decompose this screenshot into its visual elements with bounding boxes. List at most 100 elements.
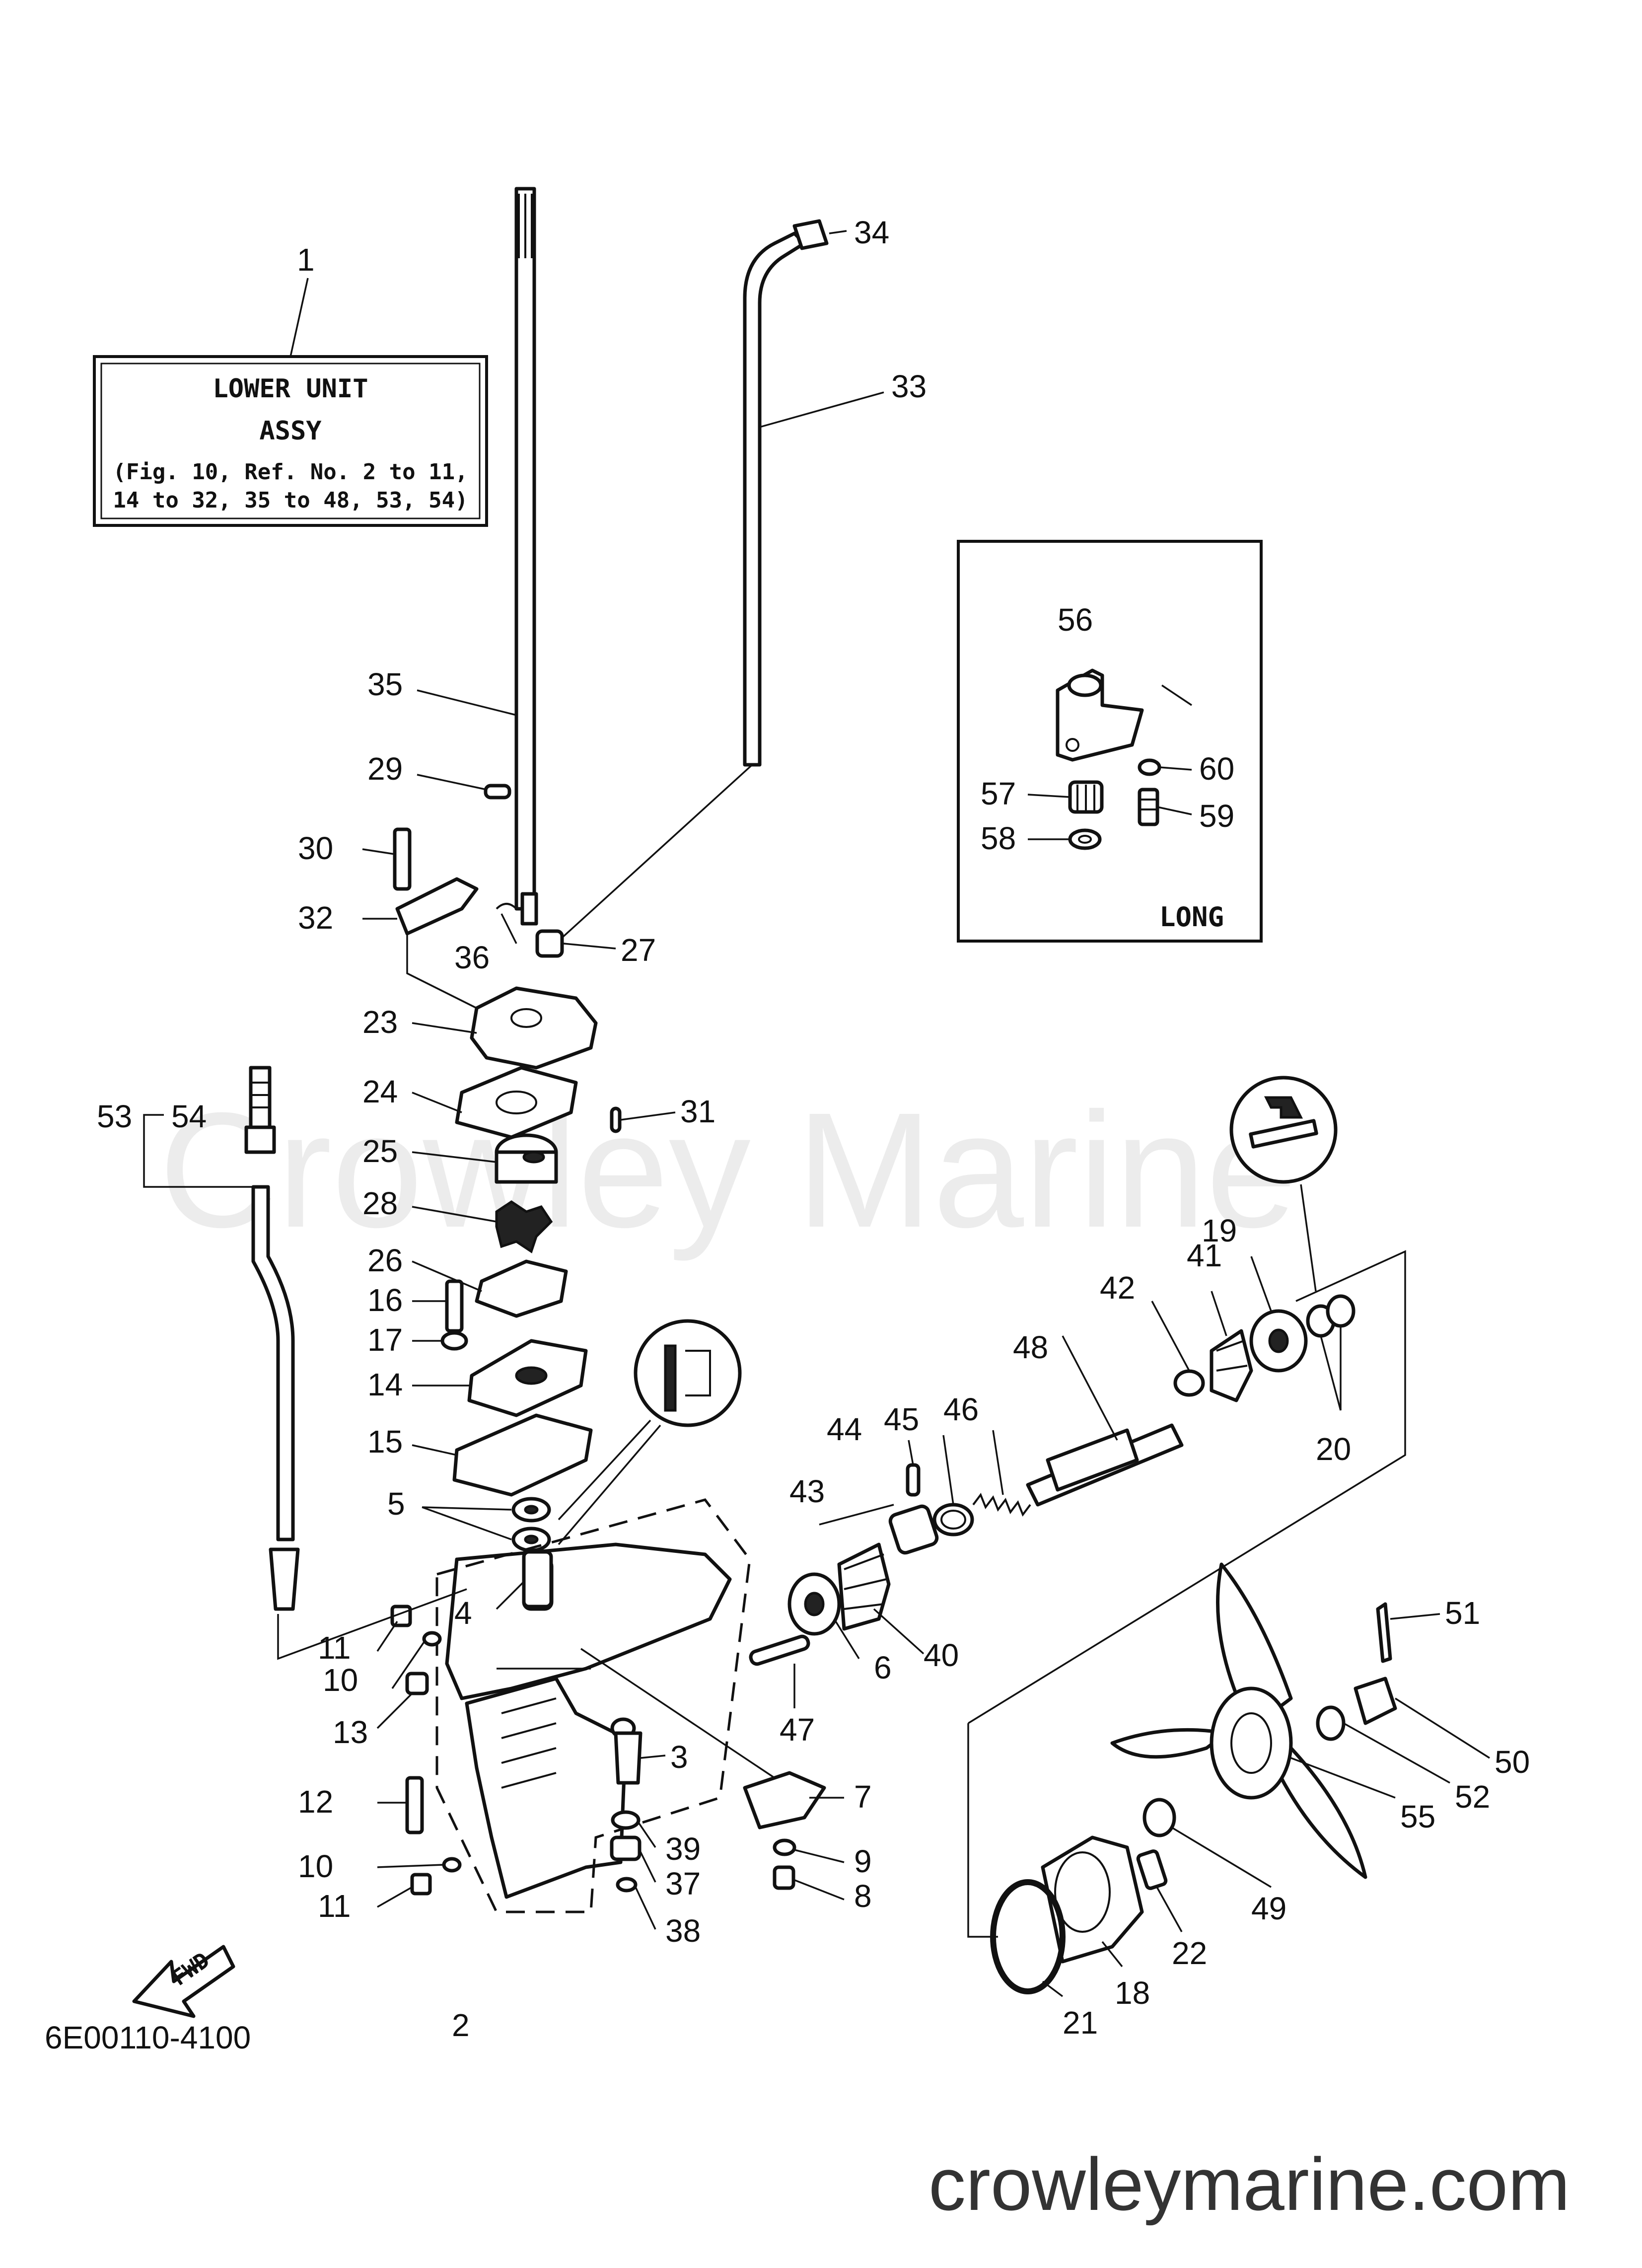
callout-59: 59 xyxy=(1199,798,1234,834)
washer-39 xyxy=(611,1810,641,1830)
callout-24: 24 xyxy=(362,1074,398,1109)
nut-50 xyxy=(1354,1677,1397,1725)
pin-29 xyxy=(484,784,511,800)
callout-58: 58 xyxy=(981,820,1016,856)
washer-49 xyxy=(1142,1798,1176,1837)
callout-20: 20 xyxy=(1316,1431,1351,1467)
callout-40: 40 xyxy=(924,1637,959,1673)
seal-20b xyxy=(1326,1294,1356,1328)
bracket-shift-rod xyxy=(277,1588,467,1660)
callout-46: 46 xyxy=(943,1391,979,1427)
detail-circle-5 xyxy=(634,1319,742,1427)
clip-36 xyxy=(496,903,517,910)
callout-5: 5 xyxy=(387,1486,405,1522)
callout-3: 3 xyxy=(670,1739,688,1775)
screw-11b xyxy=(410,1873,432,1896)
title-box: LOWER UNIT ASSY (Fig. 10, Ref. No. 2 to … xyxy=(93,355,488,527)
callout-1: 1 xyxy=(297,242,315,278)
callout-4: 4 xyxy=(454,1595,472,1631)
callout-31: 31 xyxy=(680,1094,715,1129)
callout-11b: 11 xyxy=(318,1888,351,1924)
figure-code: 6E00110-4100 xyxy=(45,2020,251,2055)
propeller-55 xyxy=(1110,1562,1367,1879)
callout-30: 30 xyxy=(298,830,333,866)
washer-52 xyxy=(1316,1705,1346,1741)
callout-37: 37 xyxy=(665,1866,701,1902)
callout-28: 28 xyxy=(362,1185,398,1221)
callout-15: 15 xyxy=(367,1424,403,1460)
callout-34: 34 xyxy=(854,215,889,250)
water-tube-33 xyxy=(743,231,806,767)
anode-7 xyxy=(743,1771,826,1829)
bearing-37 xyxy=(610,1835,642,1861)
title-line-2: ASSY xyxy=(259,416,322,446)
title-line-3: (Fig. 10, Ref. No. 2 to 11, xyxy=(113,459,468,485)
pump-housing-23 xyxy=(470,986,598,1070)
callout-42: 42 xyxy=(1100,1270,1135,1306)
watermark: Crowley Marine xyxy=(159,1078,1297,1262)
callout-8: 8 xyxy=(854,1878,872,1914)
callout-39: 39 xyxy=(665,1831,701,1867)
callout-51: 51 xyxy=(1445,1595,1480,1631)
grommet-27 xyxy=(535,929,564,958)
callout-57: 57 xyxy=(981,776,1016,811)
callout-49: 49 xyxy=(1251,1891,1286,1926)
spring-ring-45 xyxy=(932,1503,974,1536)
bolt-30 xyxy=(393,827,412,891)
callout-35: 35 xyxy=(367,666,403,702)
gasket-24 xyxy=(455,1066,578,1139)
bolt-8 xyxy=(773,1865,795,1890)
title-line-1: LOWER UNIT xyxy=(213,374,368,404)
callout-12: 12 xyxy=(298,1784,333,1820)
impeller-28 xyxy=(495,1200,553,1253)
bracket-53 xyxy=(143,1114,253,1188)
callout-13: 13 xyxy=(333,1714,368,1750)
callout-25: 25 xyxy=(362,1133,398,1169)
callout-10b: 10 xyxy=(298,1848,333,1884)
drive-shaft-35 xyxy=(514,187,538,926)
callout-labels: 1 2 3 4 5 6 7 8 9 10 10 11 11 12 13 14 1… xyxy=(97,215,1530,2043)
callout-38: 38 xyxy=(665,1913,701,1949)
callout-19: 19 xyxy=(1202,1213,1237,1248)
leader-gearcase-detail xyxy=(580,1648,775,1779)
plug-13 xyxy=(405,1672,429,1695)
spring-46 xyxy=(972,1492,1031,1517)
title-line-4: 14 to 32, 35 to 48, 53, 54) xyxy=(113,488,468,513)
bracket-23-32 xyxy=(406,934,477,1009)
callout-22: 22 xyxy=(1172,1935,1207,1971)
callout-26: 26 xyxy=(367,1243,403,1278)
bolt-12 xyxy=(405,1776,424,1834)
washer-10a xyxy=(422,1631,442,1647)
callout-55: 55 xyxy=(1400,1799,1435,1834)
callout-7: 7 xyxy=(854,1779,872,1815)
fwd-arrow-icon: FWD xyxy=(132,1945,235,2018)
callout-6: 6 xyxy=(874,1650,892,1685)
callout-11a: 11 xyxy=(318,1630,351,1666)
callout-17: 17 xyxy=(367,1322,403,1358)
bushing-4 xyxy=(522,1550,553,1609)
bracket-20 xyxy=(968,1250,1406,1724)
callout-45: 45 xyxy=(884,1401,919,1437)
cotter-pin-51 xyxy=(1376,1602,1392,1663)
callout-16: 16 xyxy=(367,1282,403,1318)
callout-47: 47 xyxy=(780,1712,815,1748)
bolt-16 xyxy=(445,1279,464,1333)
callout-2: 2 xyxy=(452,2007,470,2043)
plate-32 xyxy=(395,877,479,936)
callout-44: 44 xyxy=(827,1411,862,1447)
callout-41: 41 xyxy=(1187,1238,1222,1273)
callout-9: 9 xyxy=(854,1843,872,1879)
callout-36: 36 xyxy=(454,940,490,975)
pin-31 xyxy=(610,1106,622,1133)
plug-3 xyxy=(614,1731,643,1785)
callout-23: 23 xyxy=(362,1004,398,1040)
ring-38 xyxy=(616,1877,638,1893)
bracket-21 xyxy=(967,1723,998,1938)
callout-52: 52 xyxy=(1455,1779,1490,1815)
leader-1 xyxy=(289,278,309,357)
callout-10a: 10 xyxy=(323,1662,358,1698)
washer-42 xyxy=(1173,1369,1205,1397)
callout-27: 27 xyxy=(621,932,656,968)
pin-44 xyxy=(906,1463,921,1497)
